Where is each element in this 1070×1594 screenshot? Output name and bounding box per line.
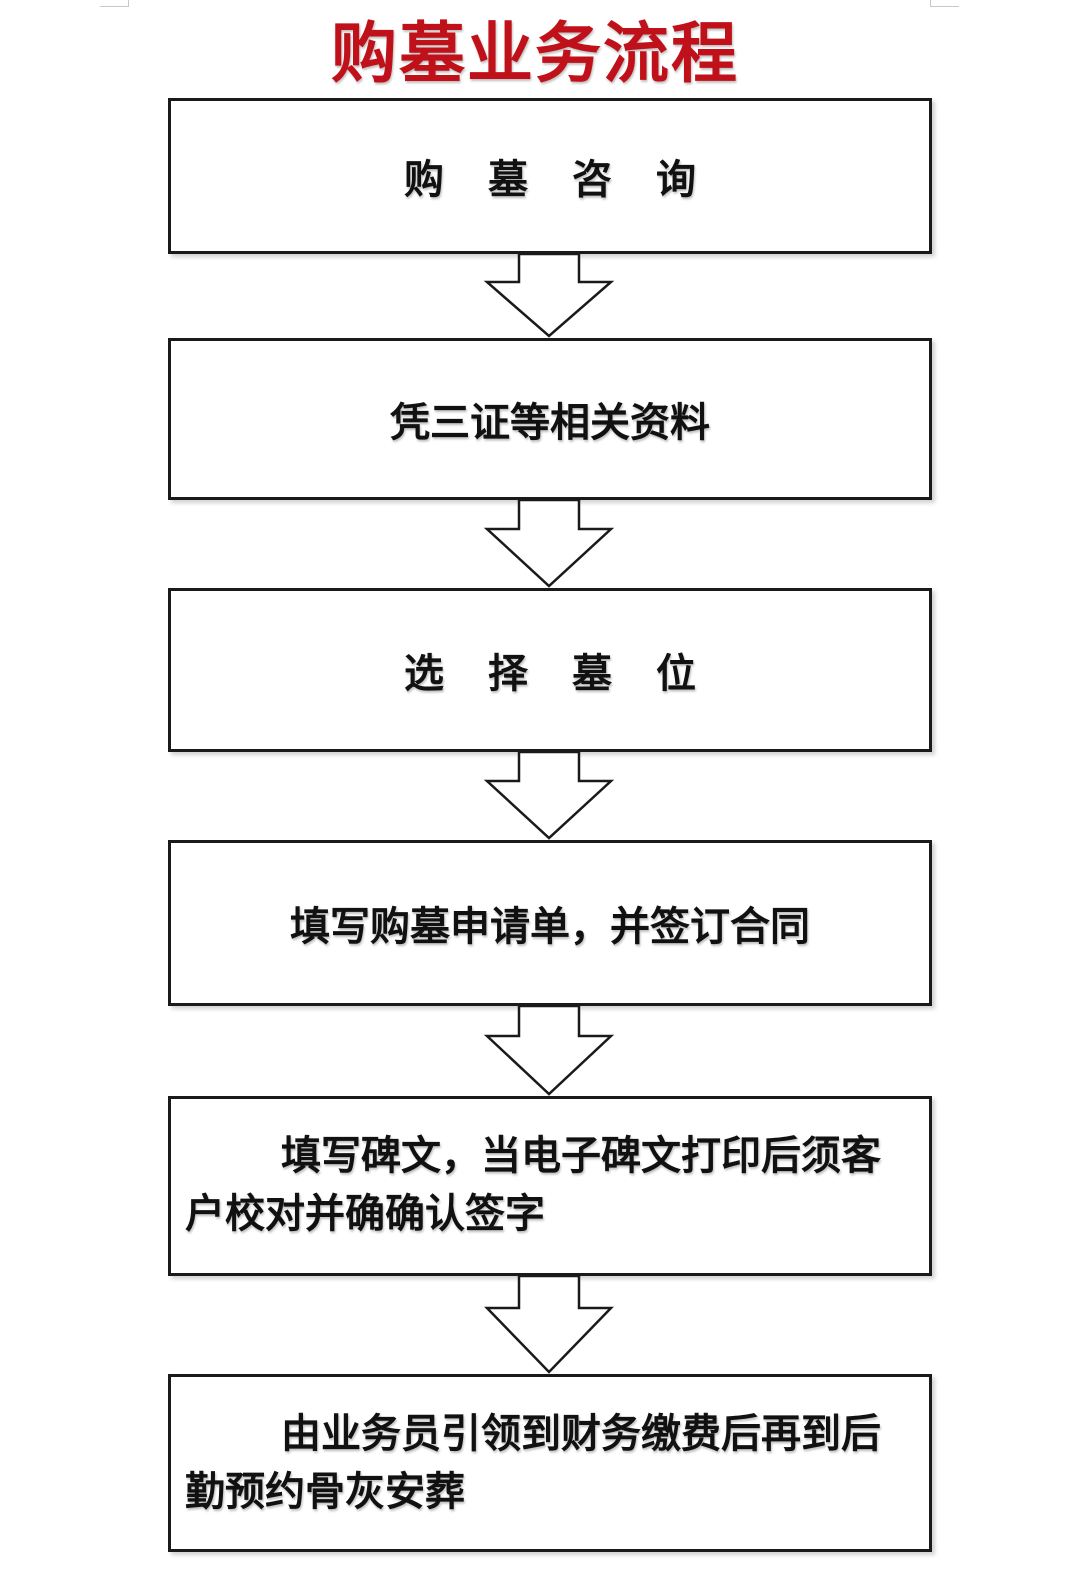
step-label: 凭三证等相关资料 [390, 400, 710, 446]
step-box-consultation: 购墓咨询 [168, 98, 932, 254]
step-box-select-plot: 选择墓位 [168, 588, 932, 752]
step-box-application-contract: 填写购墓申请单，并签订合同 [168, 840, 932, 1006]
step-label: 购墓咨询 [404, 157, 740, 203]
step-label: 填写碑文，当电子碑文打印后须客户校对并确确认签字 [185, 1133, 881, 1237]
down-arrow [483, 1004, 615, 1096]
page-corner-mark [100, 0, 129, 7]
down-arrow [483, 252, 615, 338]
step-label: 选择墓位 [404, 651, 740, 697]
step-box-epitaph: 填写碑文，当电子碑文打印后须客户校对并确确认签字 [168, 1096, 932, 1276]
down-arrow [483, 498, 615, 588]
step-box-documents: 凭三证等相关资料 [168, 338, 932, 500]
flowchart-title: 购墓业务流程 [331, 15, 739, 92]
step-box-payment-burial: 由业务员引领到财务缴费后再到后勤预约骨灰安葬 [168, 1374, 932, 1552]
down-arrow [483, 750, 615, 840]
step-label: 填写购墓申请单，并签订合同 [290, 904, 810, 950]
page-corner-mark [930, 0, 959, 7]
step-label: 由业务员引领到财务缴费后再到后勤预约骨灰安葬 [185, 1411, 881, 1515]
down-arrow [484, 1274, 614, 1374]
